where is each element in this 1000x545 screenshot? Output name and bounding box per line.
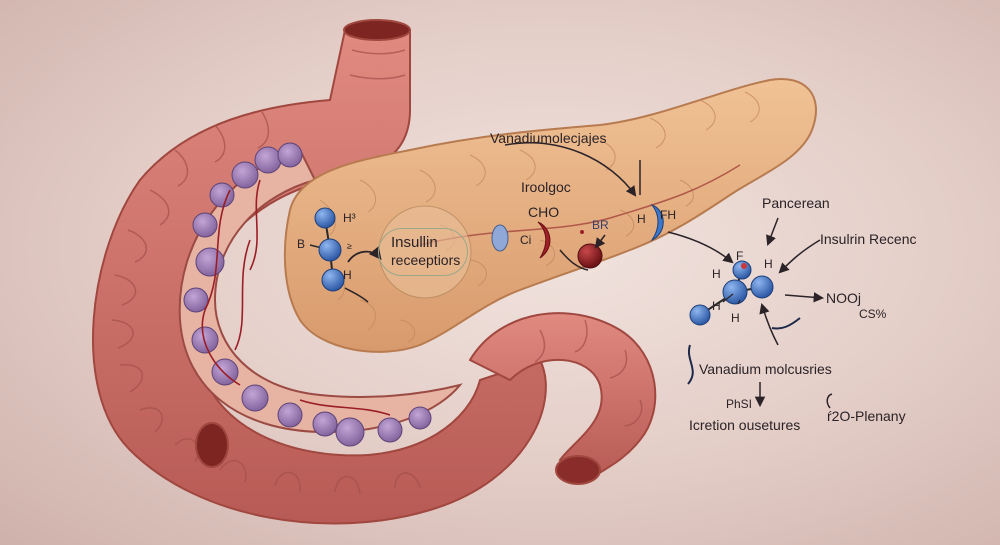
label-b: B <box>297 238 305 250</box>
cell <box>196 248 224 276</box>
cell <box>378 418 402 442</box>
label-h-right: H <box>637 213 646 225</box>
cell <box>184 288 208 312</box>
label-noo: NOOj <box>826 291 861 305</box>
label-ci: Ci <box>520 234 531 246</box>
label-pancerean: Pancerean <box>762 196 830 210</box>
atom <box>322 269 344 291</box>
jejunum-opening <box>556 456 600 484</box>
cell <box>278 403 302 427</box>
red-molecule <box>578 244 602 268</box>
label-f: F <box>736 250 743 262</box>
cell <box>192 327 218 353</box>
label-tiny-mark: ≥ <box>347 242 352 251</box>
label-h-mol-d: H <box>731 312 740 324</box>
label-h-left: H <box>343 269 352 281</box>
cell <box>278 143 302 167</box>
small-disc <box>492 225 508 251</box>
label-insulin-receptors-2: receeptiors <box>391 253 460 267</box>
cell <box>193 213 217 237</box>
label-r2o: ŕ2O-Plenany <box>827 409 906 423</box>
atom <box>319 239 341 261</box>
cell <box>232 162 258 188</box>
cell <box>313 412 337 436</box>
duodenum-opening <box>196 423 228 467</box>
cell <box>255 147 281 173</box>
label-h3: H³ <box>343 212 356 224</box>
duodenum-top-opening <box>344 20 410 40</box>
atom <box>315 208 335 228</box>
atom <box>733 261 751 279</box>
label-h-mol-b: H <box>764 258 773 270</box>
label-insulin-receptors-1: Insullin <box>391 235 438 250</box>
label-br: BR <box>592 219 609 231</box>
label-phsi: PhSI <box>726 398 752 410</box>
label-icretion: Icretion ousetures <box>689 418 800 432</box>
atom <box>751 276 773 298</box>
label-cho: CHO <box>528 205 559 219</box>
label-vanadium-bottom: Vanadium molcusries <box>699 362 832 376</box>
cell <box>409 407 431 429</box>
atom <box>690 305 710 325</box>
label-h-mol-a: H <box>712 268 721 280</box>
label-insulin-rec: Insulrin Recenc <box>820 232 917 246</box>
label-h-mol-c: H <box>712 300 721 312</box>
label-cs: CS% <box>859 308 886 320</box>
cell <box>242 385 268 411</box>
atom <box>723 280 747 304</box>
label-iroolgoc: Iroolgoc <box>521 180 571 194</box>
cell <box>210 183 234 207</box>
label-fh: FH <box>660 209 676 221</box>
cell <box>336 418 364 446</box>
label-vanadium-top: Vanadiumolecjajes <box>490 131 606 145</box>
